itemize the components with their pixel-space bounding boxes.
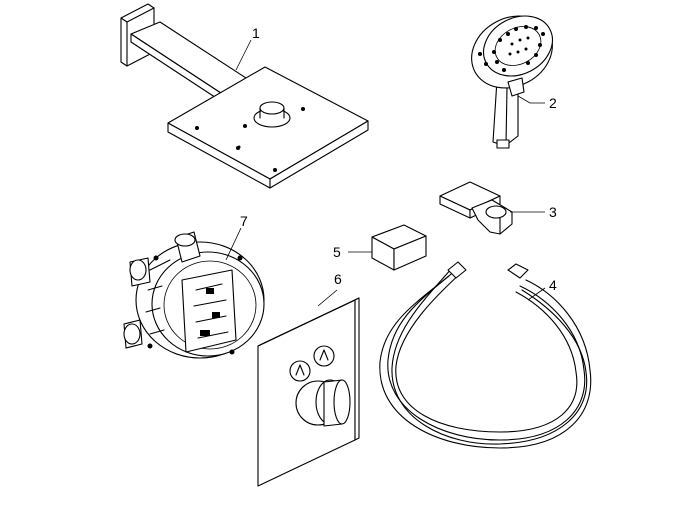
- callout-7: 7: [240, 213, 248, 229]
- wall-holder-part: [439, 181, 513, 235]
- wall-outlet-part: [371, 224, 427, 271]
- shower-hose-part: [379, 261, 592, 449]
- callout-5: 5: [333, 244, 341, 260]
- callout-6: 6: [334, 271, 342, 287]
- basic-set-part: [123, 231, 265, 359]
- callout-4: 4: [549, 277, 557, 293]
- overhead-shower-part: [120, 3, 369, 189]
- leader-lines: [225, 39, 546, 307]
- callout-1: 1: [252, 25, 260, 41]
- trim-plate-part: [257, 297, 360, 487]
- hand-shower-part: [471, 15, 553, 149]
- callout-3: 3: [549, 204, 557, 220]
- callout-2: 2: [549, 95, 557, 111]
